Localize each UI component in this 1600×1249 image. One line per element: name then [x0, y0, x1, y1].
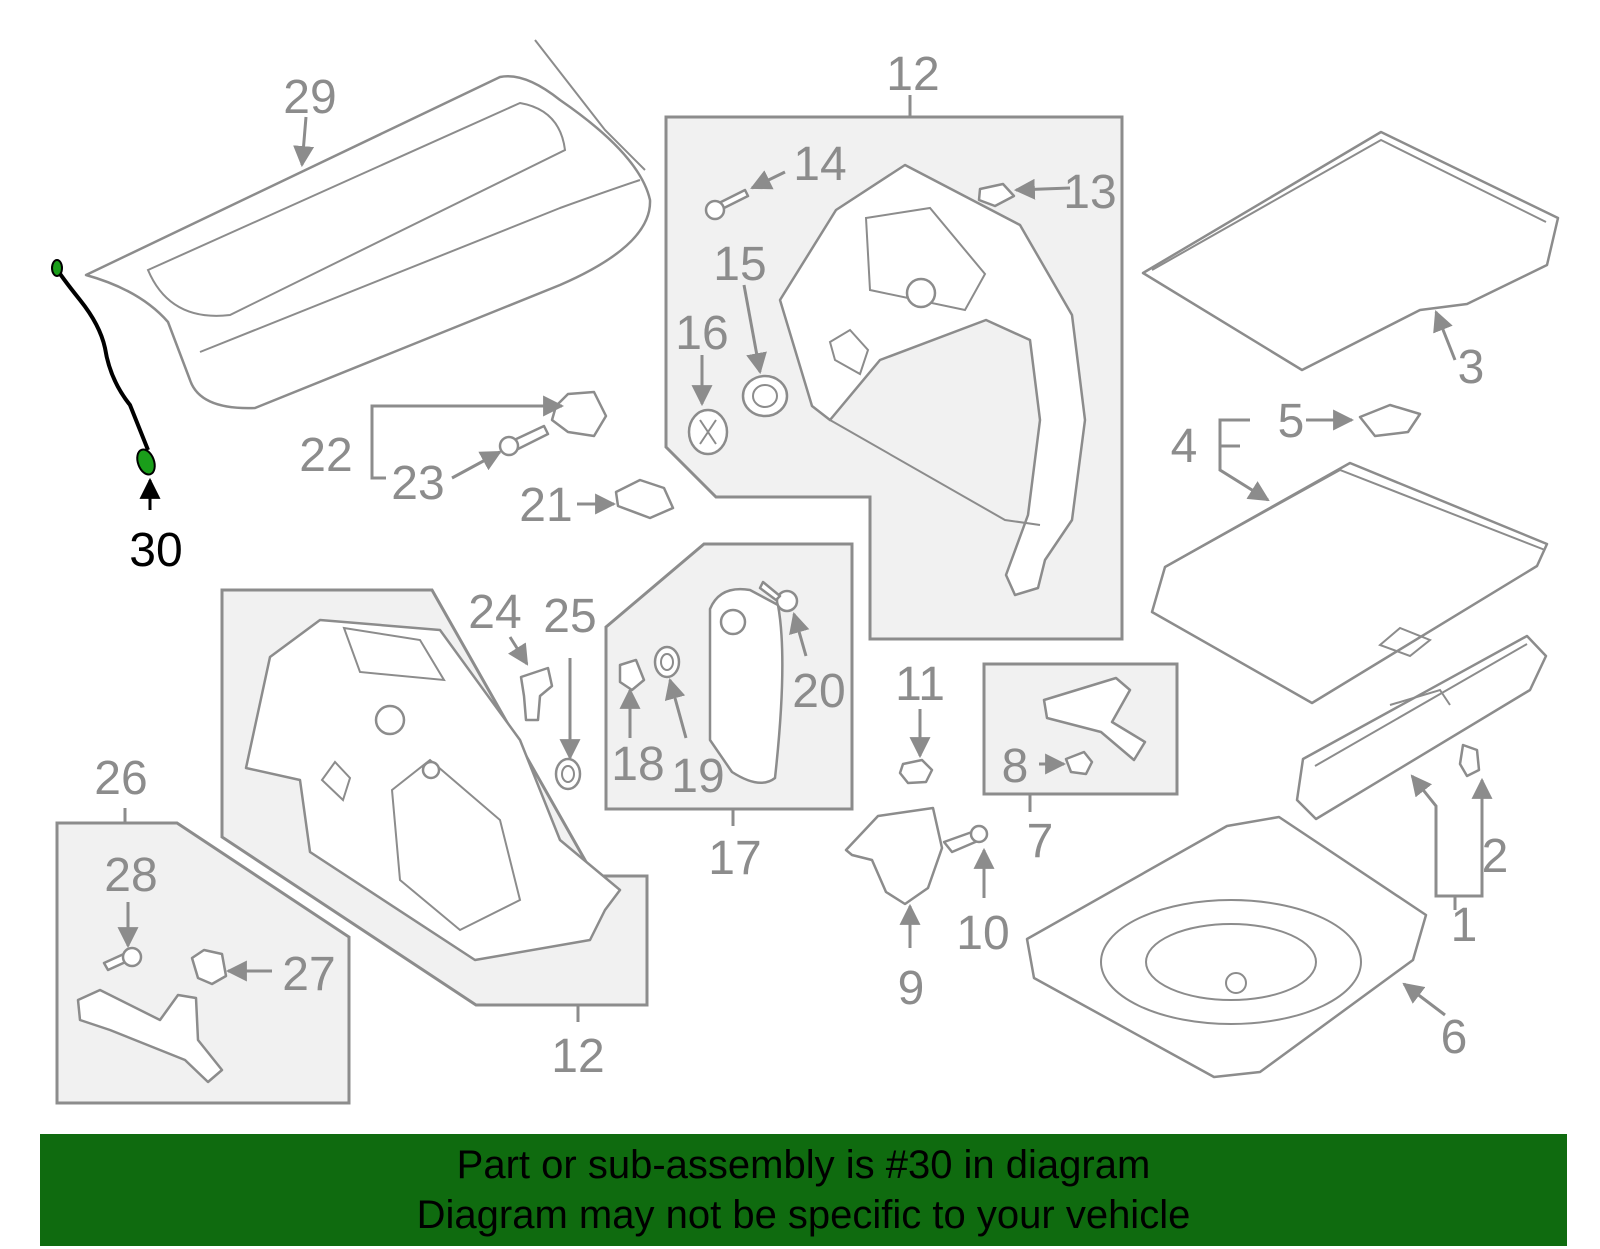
callout-1: 1 — [1451, 899, 1478, 952]
grommet-part-19 — [653, 645, 681, 679]
exploded-parts-diagram: 1 2 3 4 5 6 7 8 9 10 11 12 12 13 14 15 1… — [51, 39, 1560, 1105]
callout-25: 25 — [543, 590, 596, 643]
spare-wheel-well-part-6 — [1025, 815, 1428, 1079]
bolt-part-10 — [942, 824, 989, 854]
grommet-part-5 — [1358, 403, 1422, 438]
callout-8: 8 — [1002, 740, 1029, 793]
screw-part-20 — [758, 580, 799, 613]
callout-6: 6 — [1441, 1011, 1468, 1064]
callout-22: 22 — [299, 429, 352, 482]
info-banner: Part or sub-assembly is #30 in diagram D… — [40, 1134, 1567, 1246]
callout-19: 19 — [671, 750, 724, 803]
clip-part-8 — [1064, 750, 1094, 776]
callout-30-highlighted: 30 — [129, 524, 182, 577]
clip-part-21 — [614, 478, 675, 520]
callout-15: 15 — [713, 238, 766, 291]
bracket-part-26 — [76, 988, 224, 1084]
bracket-part-7 — [1042, 676, 1147, 762]
strap-end-bottom — [136, 448, 156, 476]
clip-part-13 — [977, 182, 1016, 208]
callout-labels: 1 2 3 4 5 6 7 8 9 10 11 12 12 13 14 15 1… — [94, 48, 1508, 1083]
panel-part-17 — [708, 587, 784, 785]
strap-end-top — [51, 259, 63, 277]
callout-9: 9 — [898, 962, 925, 1015]
parcel-shelf-part-29 — [84, 39, 652, 410]
callout-23: 23 — [391, 457, 444, 510]
banner-line-part-number: Part or sub-assembly is #30 in diagram — [456, 1143, 1151, 1187]
bolt-part-23 — [498, 424, 550, 457]
screw-part-14 — [704, 188, 750, 221]
grommet-part-25 — [554, 757, 582, 791]
plug-part-15 — [741, 374, 789, 418]
banner-line-disclaimer: Diagram may not be specific to your vehi… — [416, 1193, 1191, 1237]
nut-part-11 — [898, 758, 934, 785]
callout-21: 21 — [519, 479, 572, 532]
callout-4: 4 — [1171, 420, 1198, 473]
leader-lines — [117, 95, 1493, 1022]
callout-13: 13 — [1063, 166, 1116, 219]
callout-10: 10 — [956, 907, 1009, 960]
callout-7: 7 — [1027, 815, 1054, 868]
callout-14: 14 — [793, 138, 846, 191]
trunk-sill-part-1 — [1295, 634, 1548, 821]
callout-12-lower: 12 — [551, 1030, 604, 1083]
callout-17: 17 — [708, 832, 761, 885]
callout-28: 28 — [104, 849, 157, 902]
callout-20: 20 — [792, 665, 845, 718]
callout-3: 3 — [1458, 341, 1485, 394]
callout-29: 29 — [283, 71, 336, 124]
callout-26: 26 — [94, 752, 147, 805]
callout-5: 5 — [1278, 395, 1305, 448]
support-strap-part-30 — [51, 259, 156, 476]
load-floor-part-4 — [1150, 461, 1549, 705]
clip-part-18 — [618, 658, 646, 692]
bracket-part-22 — [550, 390, 608, 438]
side-trim-part-12-upper — [778, 163, 1087, 597]
callout-16: 16 — [675, 307, 728, 360]
callout-18: 18 — [611, 738, 664, 791]
side-trim-part-12-lower — [244, 618, 622, 962]
callout-2: 2 — [1482, 830, 1509, 883]
clip-part-24 — [519, 666, 554, 722]
clip-part-2 — [1458, 743, 1481, 778]
bracket-part-9 — [844, 806, 944, 906]
floor-mat-part-3 — [1141, 130, 1560, 372]
callout-27: 27 — [282, 948, 335, 1001]
callout-24: 24 — [468, 586, 521, 639]
callout-11: 11 — [895, 658, 945, 711]
cap-part-16 — [687, 408, 729, 456]
callout-12-upper: 12 — [886, 48, 939, 101]
